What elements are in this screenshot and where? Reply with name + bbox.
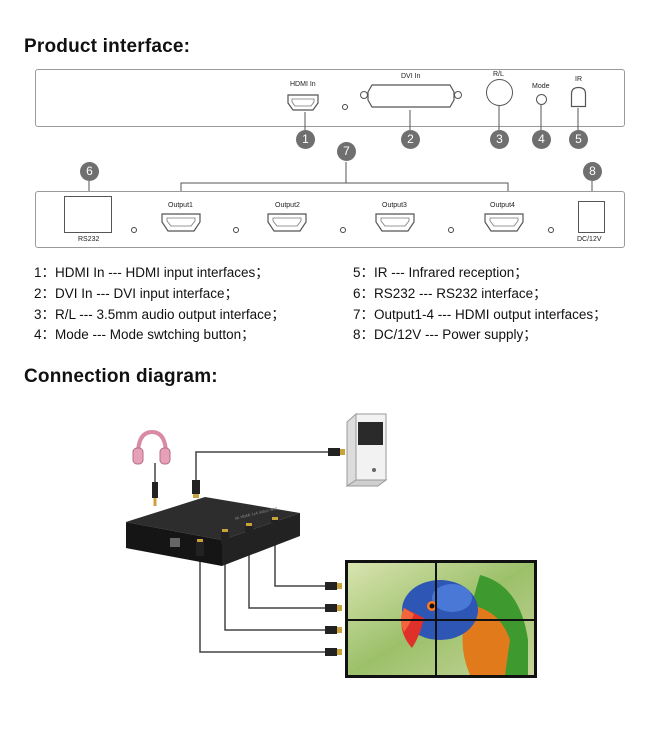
legend-item-1: 1：HDMI In --- HDMI input interfaces；	[34, 265, 269, 280]
indicator-led	[340, 227, 346, 233]
computer-tower-icon	[345, 412, 388, 487]
label-dc12v: DC/12V	[577, 236, 602, 243]
hdmi-in-port	[286, 93, 320, 112]
label-dvi-in: DVI In	[401, 73, 421, 80]
label-hdmi-in: HDMI In	[290, 81, 316, 88]
callout-3: 3	[490, 130, 509, 149]
output-panel	[35, 191, 625, 248]
label-ir: IR	[575, 76, 582, 83]
label-rs232: RS232	[78, 236, 100, 243]
callout-6: 6	[80, 162, 99, 181]
label-rl: R/L	[493, 71, 504, 78]
callout-5: 5	[569, 130, 588, 149]
label-output2: Output2	[275, 202, 300, 209]
callout-lines	[88, 105, 593, 201]
output3-port	[374, 212, 416, 233]
heading-connection-diagram: Connection diagram:	[24, 366, 218, 387]
heading-product-interface: Product interface:	[24, 36, 191, 57]
label-output3: Output3	[382, 202, 407, 209]
indicator-led	[548, 227, 554, 233]
indicator-led	[342, 104, 348, 110]
callout-7: 7	[337, 142, 356, 161]
mode-button	[536, 94, 547, 105]
dc-power-port	[578, 201, 605, 233]
legend-item-5: 5：IR --- Infrared reception；	[353, 265, 528, 280]
headphones-icon	[132, 429, 171, 506]
callout-1: 1	[296, 130, 315, 149]
legend-item-6: 6：RS232 --- RS232 interface；	[353, 286, 547, 301]
indicator-led	[448, 227, 454, 233]
output1-port	[160, 212, 202, 233]
legend-item-3: 3：R/L --- 3.5mm audio output interface；	[34, 307, 285, 322]
legend-item-2: 2：DVI In --- DVI input interface；	[34, 286, 239, 301]
dvi-in-port	[358, 82, 464, 110]
rs232-port	[64, 196, 112, 233]
legend-item-8: 8：DC/12V --- Power supply；	[353, 327, 537, 342]
callout-8: 8	[583, 162, 602, 181]
video-wall-parrot-image	[345, 560, 537, 678]
hdmi-plugs	[325, 582, 342, 656]
label-mode: Mode	[532, 83, 550, 90]
callout-2: 2	[401, 130, 420, 149]
rl-audio-port	[486, 79, 513, 106]
label-output4: Output4	[490, 202, 515, 209]
callout-4: 4	[532, 130, 551, 149]
legend-item-7: 7：Output1-4 --- HDMI output interfaces；	[353, 307, 607, 322]
output4-port	[483, 212, 525, 233]
ir-receiver	[570, 86, 587, 108]
legend-item-4: 4：Mode --- Mode swtching button；	[34, 327, 255, 342]
output2-port	[266, 212, 308, 233]
input-panel	[35, 69, 625, 127]
indicator-led	[233, 227, 239, 233]
label-output1: Output1	[168, 202, 193, 209]
indicator-led	[131, 227, 137, 233]
